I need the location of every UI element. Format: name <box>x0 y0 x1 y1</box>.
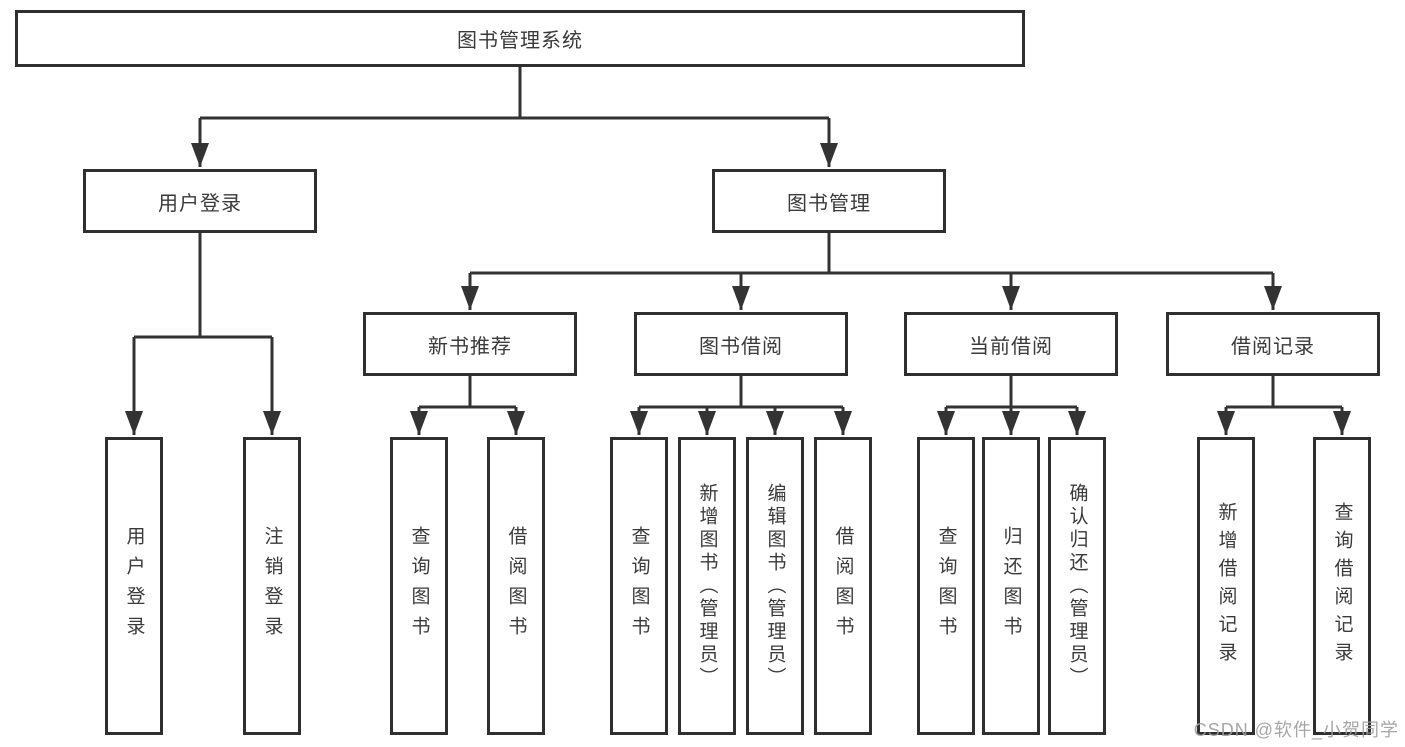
leaf-label: 查询图书 <box>935 526 957 646</box>
leaf-label: 借阅图书 <box>832 526 854 646</box>
node-borrowing-records: 借阅记录 <box>1166 312 1380 376</box>
leaf-edit-book-admin: 编辑图书（管理员） <box>746 437 804 735</box>
node-book-management: 图书管理 <box>712 169 946 233</box>
leaf-label: 注销登录 <box>261 526 283 646</box>
leaf-logout: 注销登录 <box>243 437 301 735</box>
leaf-query-books-borrowing: 查询图书 <box>610 437 668 735</box>
leaf-confirm-return-admin: 确认归还（管理员） <box>1048 437 1106 735</box>
node-root-label: 图书管理系统 <box>457 30 583 52</box>
node-book-borrowing: 图书借阅 <box>634 312 848 376</box>
node-current-borrowing: 当前借阅 <box>904 312 1118 376</box>
connector-book-management <box>470 233 1273 275</box>
leaf-label: 借阅图书 <box>505 526 527 646</box>
node-book-borrowing-label: 图书借阅 <box>699 335 783 358</box>
connector-root <box>200 67 829 120</box>
node-user-login-label: 用户登录 <box>158 192 242 215</box>
connector-user-login <box>134 233 272 339</box>
leaf-return-book: 归还图书 <box>982 437 1040 735</box>
node-root: 图书管理系统 <box>15 10 1025 67</box>
node-new-book-label: 新书推荐 <box>428 335 512 358</box>
leaf-add-borrow-record: 新增借阅记录 <box>1197 437 1255 735</box>
leaf-label: 新增图书（管理员） <box>696 482 718 690</box>
leaf-label: 查询图书 <box>408 526 430 646</box>
leaf-label: 归还图书 <box>1000 526 1022 646</box>
leaf-label: 用户登录 <box>123 526 145 646</box>
connector-new-book <box>419 376 516 409</box>
leaf-user-login: 用户登录 <box>105 437 163 735</box>
leaf-query-books-recommend: 查询图书 <box>390 437 448 735</box>
connector-book-borrowing <box>639 376 843 409</box>
node-borrowing-records-label: 借阅记录 <box>1231 335 1315 358</box>
leaf-borrow-books-borrowing: 借阅图书 <box>814 437 872 735</box>
node-current-borrowing-label: 当前借阅 <box>969 335 1053 358</box>
watermark: CSDN @软件_小贺同学 <box>1193 720 1399 740</box>
leaf-label: 编辑图书（管理员） <box>764 482 786 690</box>
connector-current-borrowing <box>946 376 1077 409</box>
leaf-label: 新增借阅记录 <box>1215 502 1237 670</box>
leaf-label: 查询借阅记录 <box>1331 502 1353 670</box>
node-user-login: 用户登录 <box>83 169 317 233</box>
node-book-management-label: 图书管理 <box>787 192 871 215</box>
leaf-label: 确认归还（管理员） <box>1066 482 1088 690</box>
connector-borrowing-records <box>1226 376 1342 409</box>
leaf-query-books-current: 查询图书 <box>917 437 975 735</box>
leaf-borrow-books-recommend: 借阅图书 <box>487 437 545 735</box>
leaf-label: 查询图书 <box>628 526 650 646</box>
leaf-add-book-admin: 新增图书（管理员） <box>678 437 736 735</box>
leaf-query-borrow-record: 查询借阅记录 <box>1313 437 1371 735</box>
node-new-book-recommendation: 新书推荐 <box>363 312 577 376</box>
